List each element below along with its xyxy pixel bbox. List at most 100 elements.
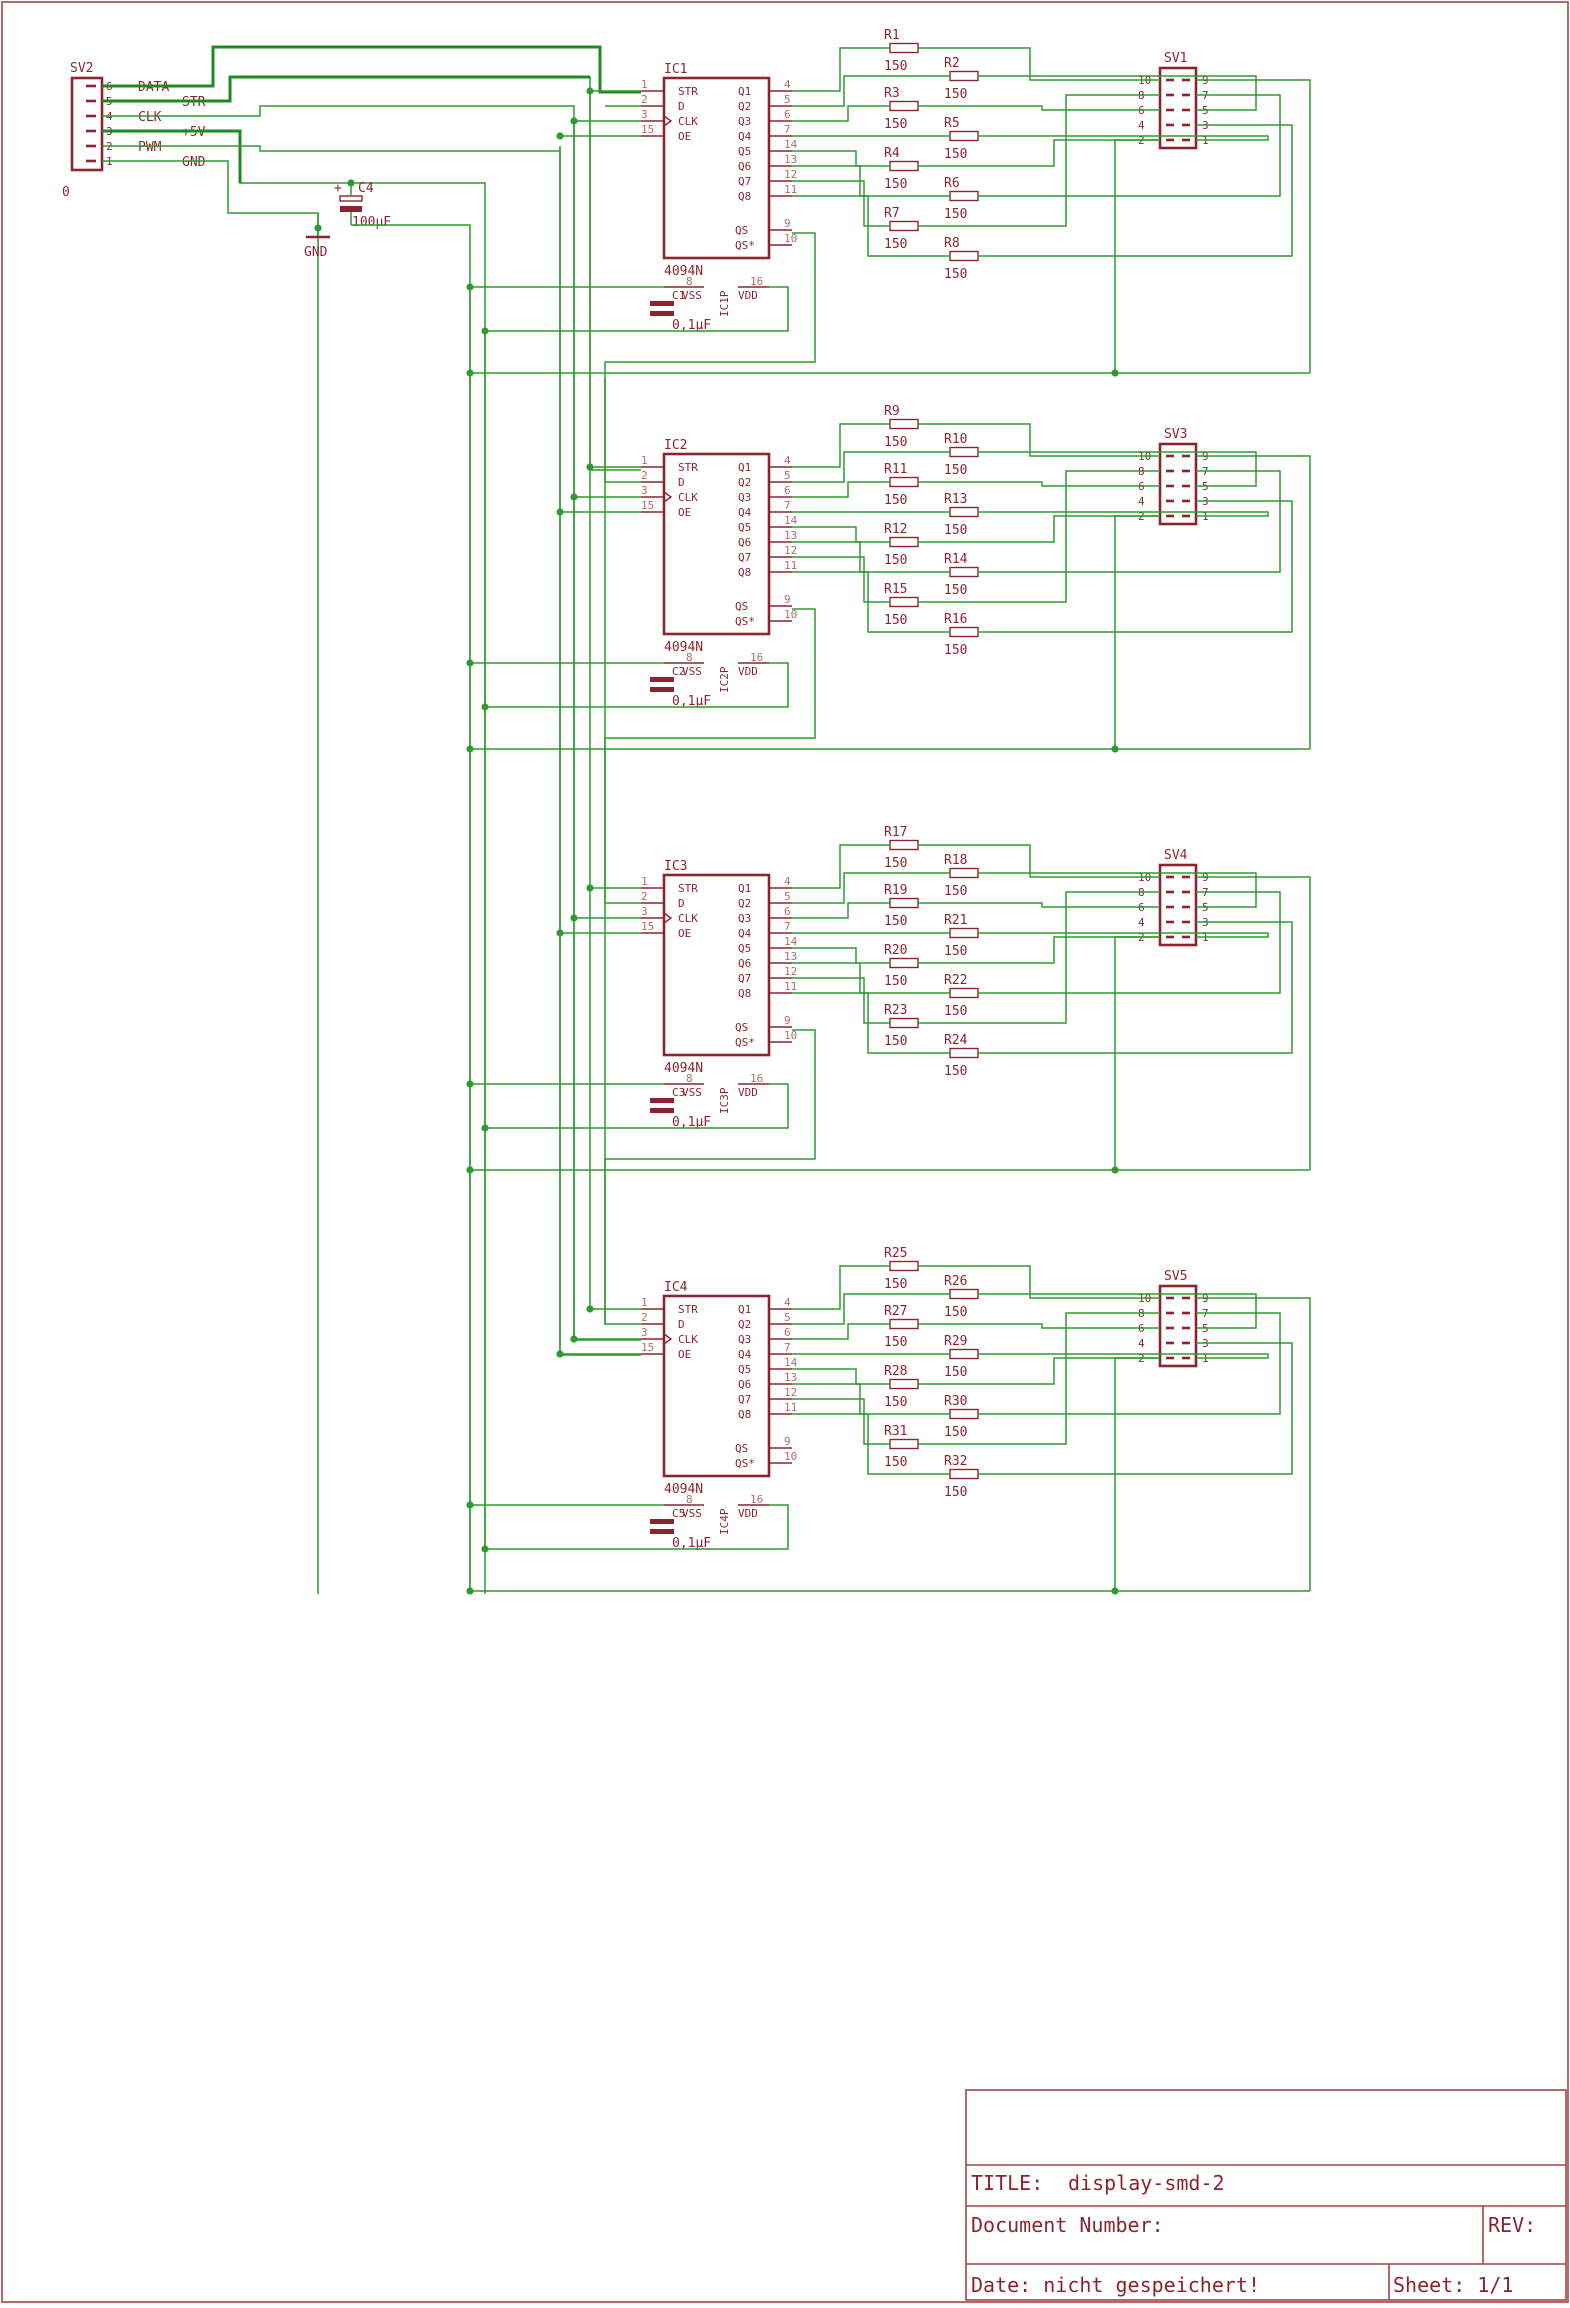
- output-wire: [792, 423, 890, 468]
- ic-name: IC3: [664, 859, 687, 874]
- ic-pin-name: Q4: [738, 506, 752, 519]
- schematic-content: SV20654321DATASTRCLK+5VPWMGND+C4100µFGND…: [62, 28, 1311, 1595]
- resistor-value: 150: [884, 1455, 907, 1470]
- resistor-body: [949, 446, 979, 458]
- clock-triangle: [663, 912, 673, 924]
- resistor-body: [949, 190, 979, 202]
- resistor-name: R23: [884, 1003, 907, 1018]
- ic-pin-number: 1: [641, 454, 648, 467]
- ic-pin-name: Q4: [738, 1348, 752, 1361]
- resistor-name: R6: [944, 176, 960, 191]
- junction-dot: [481, 1124, 489, 1132]
- header-wire: [978, 1312, 1281, 1415]
- ic-pin-name: OE: [678, 506, 691, 519]
- ic-type: 4094N: [664, 1482, 703, 1497]
- ic-pin-name: Q3: [738, 912, 751, 925]
- decoupling-cap-value: 0,1µF: [672, 1115, 711, 1130]
- power-pin-number: 16: [750, 275, 763, 288]
- decoupling-plate: [650, 687, 674, 692]
- output-wire: [792, 481, 890, 498]
- ic-pin-name: Q5: [738, 145, 751, 158]
- ic-pin-name: D: [678, 897, 685, 910]
- resistor-body: [889, 100, 919, 112]
- ic-body-ic4: [662, 1294, 771, 1478]
- header-common-wire: [1196, 79, 1311, 373]
- ic-pin-number: 11: [784, 980, 797, 993]
- output-wire: [792, 947, 890, 964]
- ic-pin-number: 15: [641, 920, 654, 933]
- pwm-line: [102, 145, 641, 1356]
- ic-pin-name: Q5: [738, 942, 751, 955]
- ic-pin-number: 13: [784, 1371, 797, 1384]
- resistor-value: 150: [884, 177, 907, 192]
- decoupling-cap-value: 0,1µF: [672, 694, 711, 709]
- header-wire: [978, 1353, 1269, 1359]
- resistor-body: [889, 536, 919, 548]
- title-value: display-smd-2: [1068, 2171, 1225, 2195]
- resistor-value: 150: [884, 974, 907, 989]
- output-wire: [792, 992, 950, 1054]
- header-wire: [918, 105, 1160, 111]
- ic-pin-number: 6: [784, 108, 791, 121]
- header-wire: [918, 891, 1160, 1024]
- junction-dot: [481, 703, 489, 711]
- resistor-value: 150: [944, 523, 967, 538]
- resistor-name: R21: [944, 913, 967, 928]
- ic-pin-number: 7: [784, 1341, 791, 1354]
- resistor-body: [949, 250, 979, 262]
- ic-pin-number: 1: [641, 1296, 648, 1309]
- ic-pin-name: Q5: [738, 1363, 751, 1376]
- ic-pin-number: 9: [784, 1014, 791, 1027]
- resistor-value: 150: [944, 267, 967, 282]
- header-name: SV1: [1164, 51, 1187, 66]
- resistor-value: 150: [944, 1425, 967, 1440]
- clock-triangle: [663, 491, 673, 503]
- power-pin-number: 8: [686, 1493, 693, 1506]
- resistor-body: [889, 1260, 919, 1272]
- power-block-name: IC2P: [718, 666, 731, 693]
- resistor-name: R31: [884, 1424, 907, 1439]
- resistor-value: 150: [884, 553, 907, 568]
- ic-pin-number: 15: [641, 123, 654, 136]
- resistor-value: 150: [884, 435, 907, 450]
- ic-pin-name: Q3: [738, 491, 751, 504]
- output-wire: [792, 902, 890, 919]
- resistor-name: R1: [884, 28, 900, 43]
- resistor-value: 150: [944, 207, 967, 222]
- junction-dot: [1111, 369, 1119, 377]
- ic-pin-name: Q1: [738, 882, 751, 895]
- ic-pin-name: Q4: [738, 130, 752, 143]
- junction-dot: [556, 132, 564, 140]
- resistor-body: [889, 476, 919, 488]
- ic-pin-name: Q7: [738, 551, 751, 564]
- cap-ground-line: [351, 224, 471, 1594]
- ic-pin-number: 12: [784, 1386, 797, 1399]
- power-pin-name: VDD: [738, 289, 758, 302]
- vdd-wire: [485, 286, 789, 332]
- ic-pin-name: Q1: [738, 1303, 751, 1316]
- junction-dot: [466, 659, 474, 667]
- ic-pin-number: 10: [784, 1029, 797, 1042]
- header-wire: [918, 1312, 1160, 1445]
- ic-pin-number: 3: [641, 484, 648, 497]
- header-wire: [978, 1342, 1293, 1475]
- ic-pin-number: 14: [784, 138, 798, 151]
- ic-pin-name: OE: [678, 130, 691, 143]
- resistor-value: 150: [944, 1004, 967, 1019]
- ic-pin-name: Q6: [738, 957, 751, 970]
- ic-pin-number: 4: [784, 875, 791, 888]
- header-wire: [918, 936, 1160, 964]
- header-wire: [978, 470, 1281, 573]
- power-pin-number: 8: [686, 275, 693, 288]
- ground-symbol: GND: [304, 213, 330, 260]
